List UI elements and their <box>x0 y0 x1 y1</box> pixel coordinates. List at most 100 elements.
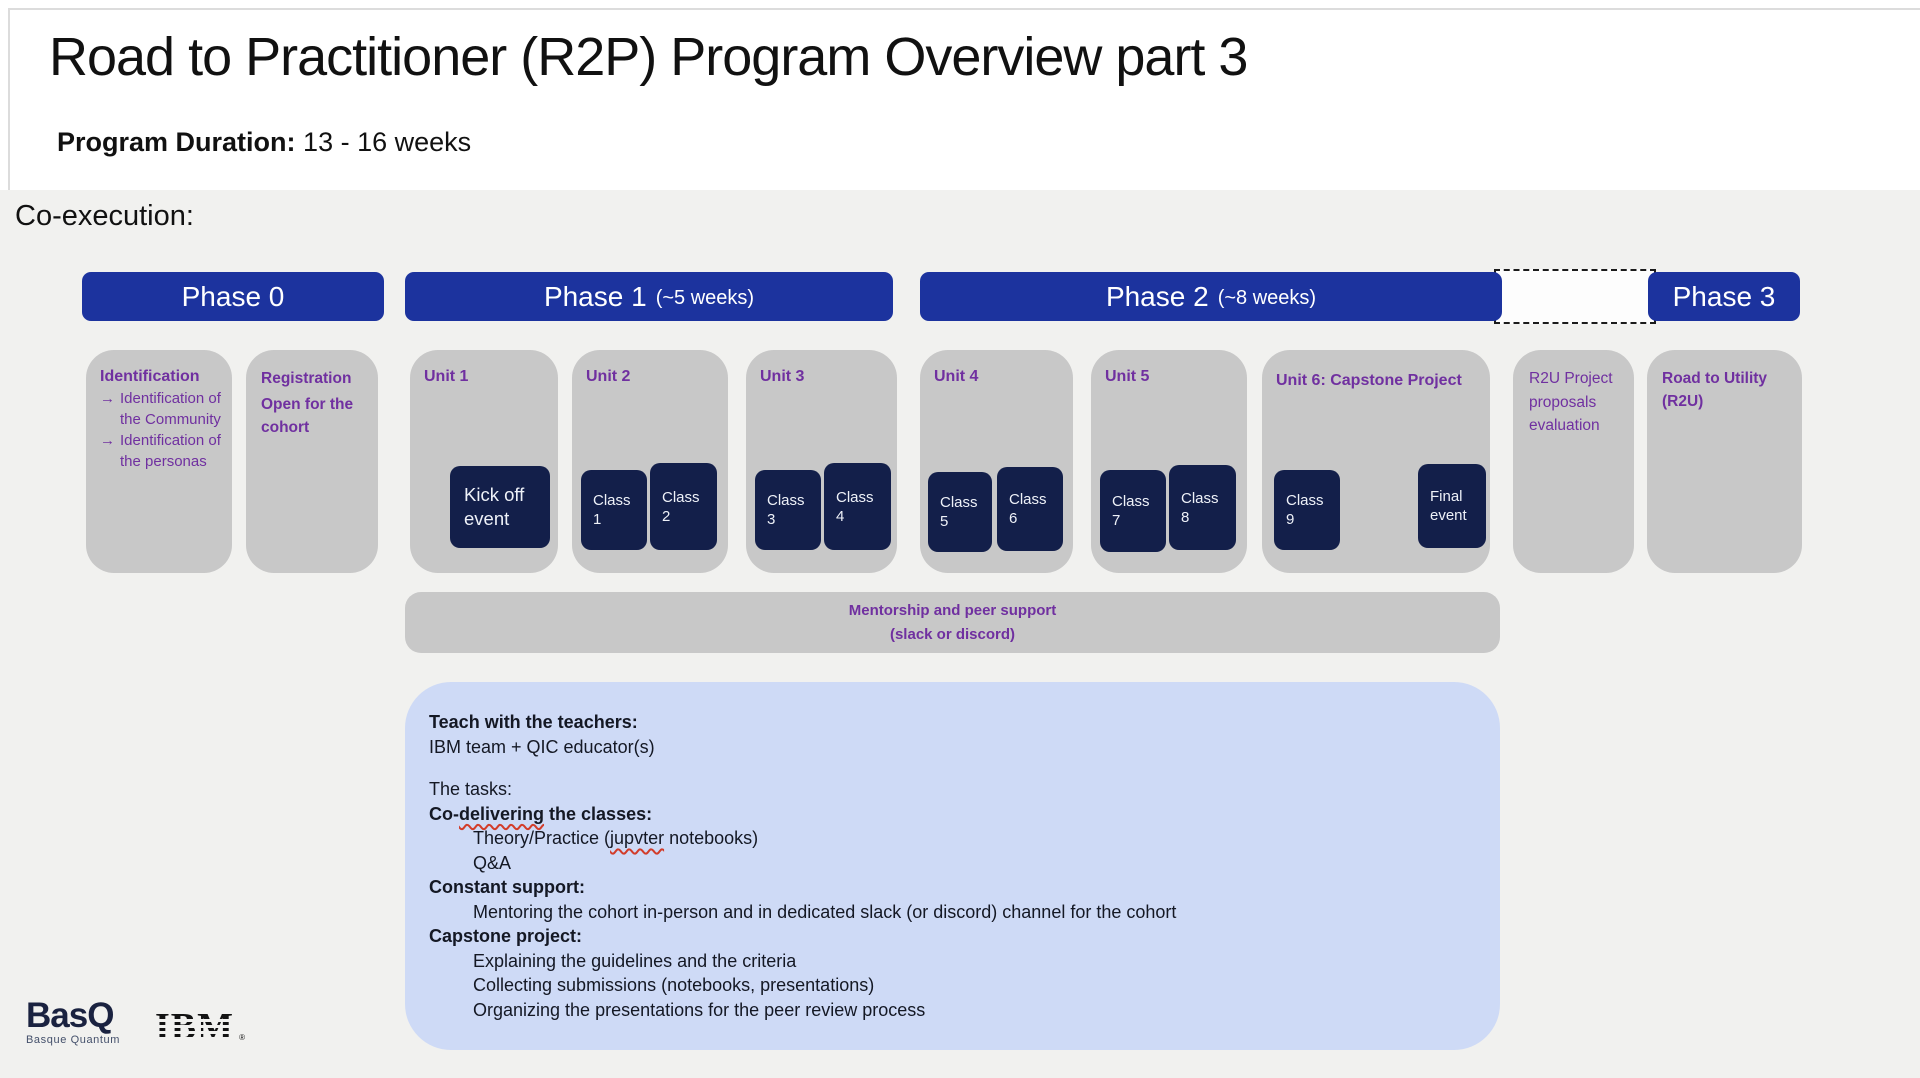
co-execution-details-box: Teach with the teachers: IBM team + QIC … <box>405 682 1500 1050</box>
capstone-project-title: Capstone project: <box>429 926 583 946</box>
capstone-item-submissions: Collecting submissions (notebooks, prese… <box>473 975 875 995</box>
theory-practice-misspelled-word: jupvter <box>610 828 665 848</box>
teach-with-teachers-title: Teach with the teachers: <box>429 712 638 732</box>
top-divider <box>10 8 1920 10</box>
teach-with-teachers-body: IBM team + QIC educator(s) <box>429 736 655 757</box>
class-6-box: Class 6 <box>997 467 1063 551</box>
ibm-logo-stripe <box>153 1019 239 1022</box>
card-unit-5-title: Unit 5 <box>1105 368 1150 385</box>
mentorship-line-1: Mentorship and peer support <box>848 601 1057 619</box>
ibm-logo-stripe <box>153 1031 239 1034</box>
identification-item-community-text: Identification of the Community <box>120 390 221 428</box>
phase-2-label: Phase 2 <box>1105 280 1209 312</box>
phase-2-duration: (~8 weeks) <box>1217 286 1317 309</box>
card-unit-2: Unit 2 Class 1 Class 2 <box>572 350 728 573</box>
phase-0-bar: Phase 0 <box>82 272 384 321</box>
arrow-icon: → <box>100 390 115 407</box>
card-unit-5: Unit 5 Class 7 Class 8 <box>1091 350 1247 573</box>
card-registration-title: Registration <box>261 370 352 387</box>
identification-item-personas: → Identification of the personas <box>86 430 232 472</box>
basq-logo: BasQ Basque Quantum <box>26 996 121 1047</box>
co-delivering-pre: Co- <box>429 803 459 824</box>
class-7-label: Class 7 <box>1112 493 1150 529</box>
ibm-logo: IBM ® <box>153 1006 245 1048</box>
class-6-label: Class 6 <box>1009 491 1047 527</box>
class-2-label: Class 2 <box>662 488 700 525</box>
theory-practice-item: Theory/Practice (jupvter notebooks) <box>429 826 1470 851</box>
identification-item-community: → Identification of the Community <box>86 388 232 430</box>
co-delivering-post: the classes: <box>544 803 653 824</box>
ibm-registered-mark: ® <box>239 1033 245 1042</box>
evaluation-gap-dashed-box <box>1494 269 1656 324</box>
card-road-to-utility-title: Road to Utility (R2U) <box>1662 370 1768 410</box>
class-9-box: Class 9 <box>1274 470 1340 550</box>
class-8-box: Class 8 <box>1169 465 1236 550</box>
card-unit-1: Unit 1 Kick off event <box>410 350 558 573</box>
capstone-item-presentations: Organizing the presentations for the pee… <box>473 999 926 1020</box>
final-event-label: Final event <box>1430 488 1467 524</box>
page-title: Road to Practitioner (R2P) Program Overv… <box>49 27 1248 87</box>
card-r2u-evaluation: R2U Project proposals evaluation <box>1513 350 1634 573</box>
card-identification: Identification → Identification of the C… <box>86 350 232 573</box>
co-delivering-misspelled-word: delivering <box>459 803 545 824</box>
constant-support-item: Mentoring the cohort in-person and in de… <box>473 901 1177 922</box>
constant-support-title: Constant support: <box>429 877 585 897</box>
final-event-box: Final event <box>1418 464 1486 548</box>
tasks-label: The tasks: <box>429 779 513 799</box>
class-1-label: Class 1 <box>593 492 631 528</box>
co-delivering-title: Co-delivering the classes: <box>429 802 1470 827</box>
card-unit-4: Unit 4 Class 5 Class 6 <box>920 350 1073 573</box>
card-registration-body: Open for the cohort <box>261 396 354 436</box>
program-duration: Program Duration: 13 - 16 weeks <box>57 127 471 158</box>
co-execution-label: Co-execution: <box>15 200 194 232</box>
left-divider <box>8 8 10 190</box>
class-3-box: Class 3 <box>755 470 821 550</box>
blank-line <box>429 759 1470 777</box>
class-4-box: Class 4 <box>824 463 891 550</box>
card-registration: Registration Open for the cohort <box>246 350 378 573</box>
card-unit-4-title: Unit 4 <box>934 368 979 385</box>
theory-practice-post: notebooks) <box>664 828 759 848</box>
class-4-label: Class 4 <box>836 488 874 525</box>
phase-0-label: Phase 0 <box>181 280 285 312</box>
theory-practice-pre: Theory/Practice ( <box>473 828 611 848</box>
class-8-label: Class 8 <box>1181 489 1219 526</box>
program-duration-label: Program Duration: <box>57 127 296 157</box>
class-2-box: Class 2 <box>650 463 717 550</box>
mentorship-line-2: (slack or discord) <box>889 625 1016 643</box>
arrow-icon: → <box>100 432 115 449</box>
program-duration-value: 13 - 16 weeks <box>303 127 472 157</box>
class-3-label: Class 3 <box>767 492 805 528</box>
card-unit-3: Unit 3 Class 3 Class 4 <box>746 350 897 573</box>
class-5-box: Class 5 <box>928 472 992 552</box>
card-identification-title: Identification <box>100 368 200 385</box>
ibm-logo-stripe <box>153 1037 239 1040</box>
phase-1-label: Phase 1 <box>543 280 647 312</box>
card-unit-3-title: Unit 3 <box>760 368 805 385</box>
mentorship-bar: Mentorship and peer support (slack or di… <box>405 592 1500 653</box>
phase-3-bar: Phase 3 <box>1648 272 1800 321</box>
phase-3-label: Phase 3 <box>1672 280 1776 312</box>
capstone-item-guidelines: Explaining the guidelines and the criter… <box>473 950 797 971</box>
phase-1-bar: Phase 1 (~5 weeks) <box>405 272 893 321</box>
ibm-logo-stripe <box>153 1025 239 1028</box>
identification-item-personas-text: Identification of the personas <box>120 432 221 470</box>
class-7-box: Class 7 <box>1100 470 1166 552</box>
basq-logo-subtitle: Basque Quantum <box>26 1034 121 1046</box>
class-1-box: Class 1 <box>581 470 647 550</box>
co-execution-details-content: Teach with the teachers: IBM team + QIC … <box>405 682 1500 1022</box>
kickoff-event-label: Kick off event <box>464 484 525 529</box>
phase-2-bar: Phase 2 (~8 weeks) <box>920 272 1502 321</box>
qa-item: Q&A <box>473 852 512 873</box>
class-5-label: Class 5 <box>940 494 978 530</box>
card-unit-1-title: Unit 1 <box>424 368 469 385</box>
card-unit-6-capstone: Unit 6: Capstone Project Class 9 Final e… <box>1262 350 1490 573</box>
class-9-label: Class 9 <box>1286 492 1324 528</box>
card-unit-2-title: Unit 2 <box>586 368 631 385</box>
card-unit-6-title: Unit 6: Capstone Project <box>1276 372 1462 389</box>
basq-logo-wordmark: BasQ <box>26 996 114 1035</box>
card-r2u-evaluation-body: R2U Project proposals evaluation <box>1529 370 1613 434</box>
kickoff-event-box: Kick off event <box>450 466 550 548</box>
card-road-to-utility: Road to Utility (R2U) <box>1647 350 1802 573</box>
